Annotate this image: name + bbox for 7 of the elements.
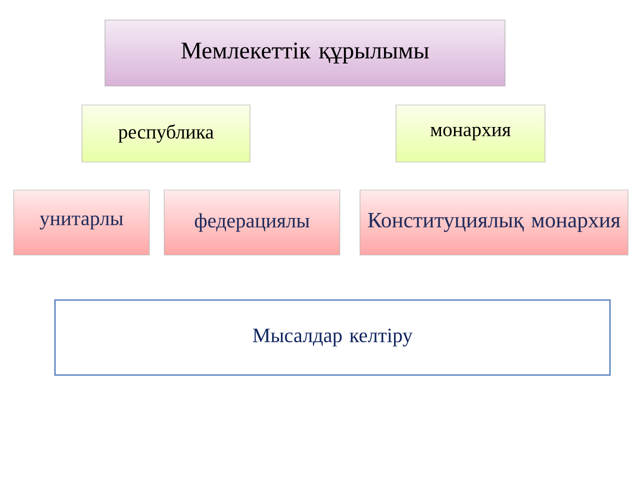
type-box: Конституциялық монархия: [360, 190, 628, 256]
type-box: федерациялы: [164, 190, 340, 256]
category-box: республика: [82, 104, 250, 162]
title-box: Мемлекеттік құрылымы: [104, 20, 506, 86]
task-box: Мысалдар келтіру: [54, 299, 611, 376]
type-box: унитарлы: [13, 190, 150, 256]
category-box: монархия: [396, 104, 546, 162]
